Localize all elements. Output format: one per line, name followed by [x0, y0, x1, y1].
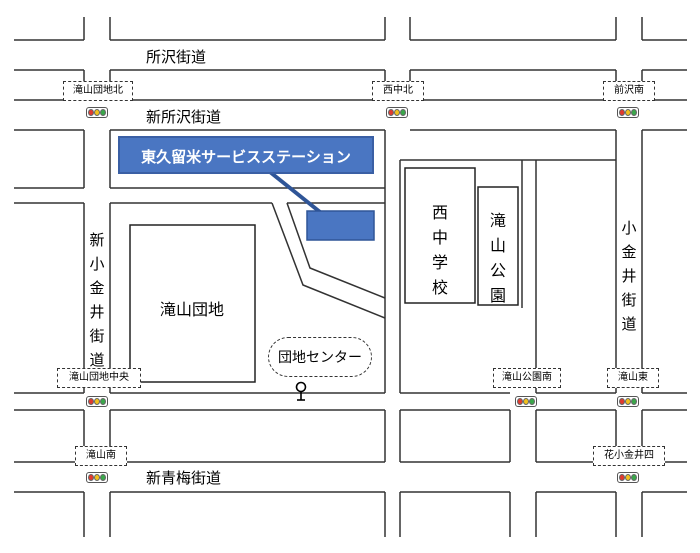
traffic-signal-icon [386, 107, 408, 118]
traffic-signal-icon [617, 396, 639, 407]
takiyama-park-label: 滝山公園 [489, 211, 506, 305]
danchi-center-label: 団地センター [268, 337, 372, 377]
station-location-marker [306, 210, 375, 241]
takiyama-park-block [477, 186, 519, 306]
takiyama-danchi-label: 滝山団地 [160, 300, 225, 319]
intersection-mae-sawa-minami: 前沢南 [603, 81, 655, 101]
road-label-tokorozawa: 所沢街道 [146, 48, 207, 66]
traffic-signal-icon [86, 472, 108, 483]
nishi-junior-high-label: 西中学校 [431, 203, 448, 297]
road-outlines [14, 17, 687, 537]
nishi-junior-high-block [404, 167, 476, 304]
takiyama-danchi-block [129, 224, 256, 383]
bus-stop-icon [295, 381, 307, 401]
intersection-takiyama-minami: 滝山南 [75, 446, 127, 466]
intersection-takiyama-higashi: 滝山東 [607, 368, 659, 388]
road-label-shin-tokorozawa: 新所沢街道 [146, 108, 222, 126]
station-label: 東久留米サービスステーション [118, 136, 374, 174]
road-label-kogane: 小金井街道 [621, 219, 637, 333]
traffic-signal-icon [617, 107, 639, 118]
intersection-takiyama-koen-minami: 滝山公園南 [493, 368, 561, 388]
station-pointer [268, 170, 322, 214]
intersection-hana-koganei-yon: 花小金井四 [593, 446, 665, 466]
traffic-signal-icon [86, 396, 108, 407]
road-label-shin-ome: 新青梅街道 [146, 469, 222, 487]
road-label-shin-kogane: 新小金井街道 [89, 231, 105, 369]
intersection-nishi-naka-kita: 西中北 [372, 81, 424, 101]
traffic-signal-icon [617, 472, 639, 483]
traffic-signal-icon [86, 107, 108, 118]
traffic-signal-icon [515, 396, 537, 407]
intersection-takiyama-danchi-kita: 滝山団地北 [63, 81, 133, 101]
intersection-takiyama-danchi-chuo: 滝山団地中央 [57, 368, 141, 388]
